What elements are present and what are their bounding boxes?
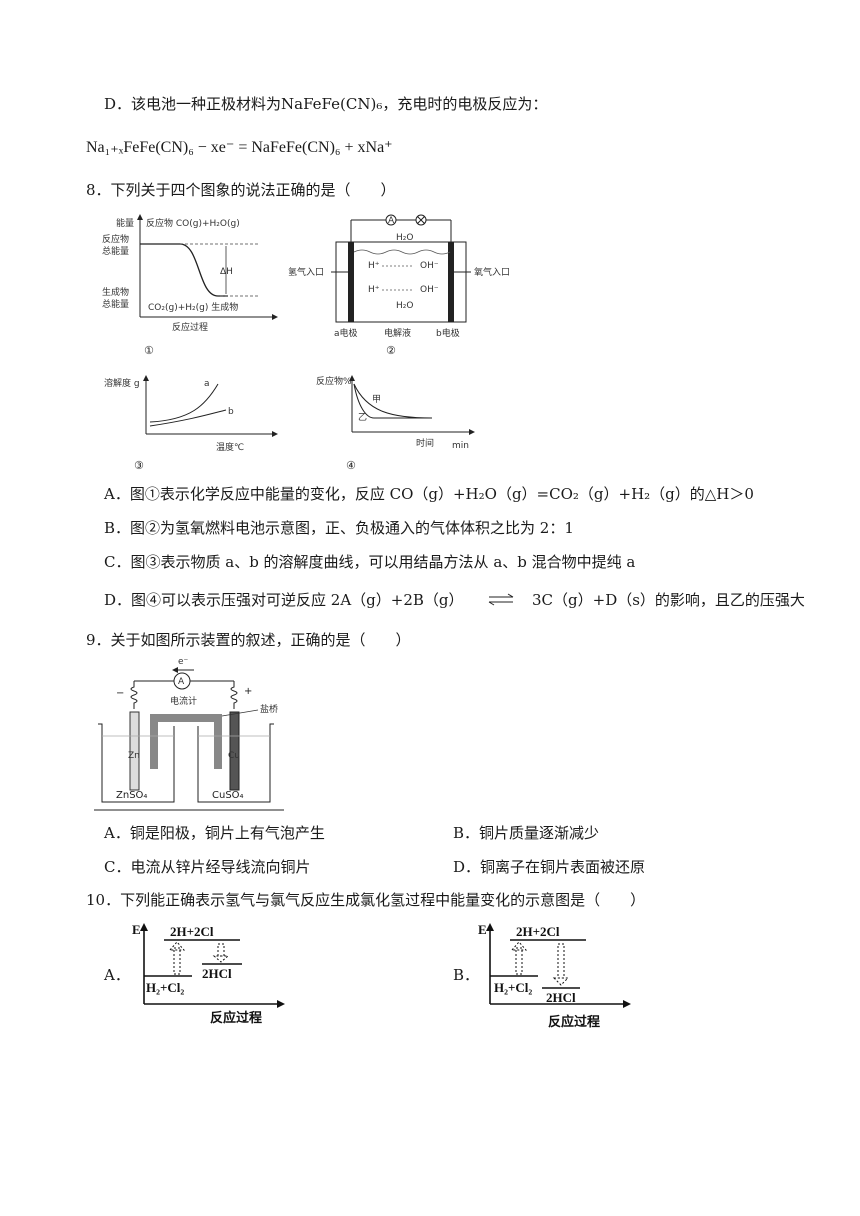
- q8-figure-1: 能量 反应物 CO(g)+H₂O(g) 反应物 总能量 生成物 总能量 ΔH C…: [102, 214, 278, 357]
- q9-figure-galvanic-cell: e⁻ A 电流计 − + Zn Cu 盐桥 ZnSO₄ CuSO₄: [94, 657, 284, 811]
- fig2-number: ②: [386, 344, 396, 357]
- q9-cu-label: Cu: [228, 751, 240, 761]
- fig2-h-plus-1: H⁺: [368, 261, 380, 271]
- fig1-reactant-energy-1: 反应物: [102, 233, 129, 245]
- q9-salt-bridge-label: 盐桥: [260, 703, 278, 715]
- q7-option-d: D．该电池一种正极材料为NaFeFe(CN)₆，充电时的电极反应为：: [104, 95, 548, 113]
- q10b-right-label: 2HCl: [546, 990, 576, 1005]
- q8-stem: 8．下列关于四个图象的说法正确的是（ ）: [86, 181, 396, 199]
- q10b-axis-e: E: [478, 922, 487, 937]
- fig1-number: ①: [144, 344, 154, 357]
- q8-option-a: A．图①表示化学反应中能量的变化，反应 CO（g）+H₂O（g）=CO₂（g）+…: [104, 485, 754, 503]
- fig2-oh-2: OH⁻: [420, 285, 439, 295]
- fig4-xlabel: 时间: [416, 437, 434, 449]
- q8-option-d-part1: D．图④可以表示压强对可逆反应 2A（g）+2B（g）: [104, 591, 464, 609]
- q10b-left-label: H₂+Cl₂: [494, 980, 532, 995]
- q10a-left-label: H₂+Cl₂: [146, 980, 184, 995]
- q8-figure-2: A H₂O H⁺ OH⁻ H⁺ OH⁻ H₂O 氢气入口 氧气入口 a电极 电解…: [288, 214, 510, 357]
- fig2-a-electrode: a电极: [334, 327, 358, 339]
- q10a-top-label: 2H+2Cl: [170, 924, 214, 939]
- fig2-right-inlet: 氧气入口: [474, 266, 510, 278]
- fig4-curve-yi: 乙: [358, 412, 367, 423]
- fig3-curve-b: b: [228, 407, 234, 417]
- q9-meter-a: A: [178, 677, 185, 687]
- q10a-xlabel: 反应过程: [210, 1010, 262, 1025]
- fig4-curve-jia: 甲: [372, 394, 381, 405]
- q8-option-c: C．图③表示物质 a、b 的溶解度曲线，可以用结晶方法从 a、b 混合物中提纯 …: [104, 553, 636, 571]
- q10b-xlabel: 反应过程: [548, 1014, 600, 1029]
- fig1-product-energy-2: 总能量: [102, 298, 129, 310]
- fig1-reactant-energy-2: 总能量: [102, 245, 129, 257]
- q10-option-a-letter: A．: [104, 966, 130, 984]
- q7-option-d-formula: Na₁₊ₓFeFe(CN)₆ − xe⁻ = NaFeFe(CN)₆ + xNa…: [86, 139, 393, 156]
- q10-figure-b: E 2H+2Cl H₂+Cl₂ 2HCl 反应过程: [478, 922, 631, 1029]
- q9-stem: 9．关于如图所示装置的叙述，正确的是（ ）: [86, 631, 411, 649]
- q9-plus: +: [244, 686, 252, 697]
- fig1-reactant-label: 反应物 CO(g)+H₂O(g): [146, 217, 240, 229]
- fig2-water-bottom: H₂O: [396, 301, 413, 311]
- fig3-xlabel: 温度℃: [216, 441, 244, 453]
- q10-figure-a: E 2H+2Cl H₂+Cl₂ 2HCl 反应过程: [132, 922, 285, 1025]
- fig3-curve-a: a: [204, 379, 210, 389]
- fig4-ylabel: 反应物%: [316, 375, 352, 387]
- fig3-ylabel: 溶解度 g: [104, 377, 140, 389]
- fig2-meter-a: A: [388, 216, 395, 226]
- q8-option-d-part2: 3C（g）+D（s）的影响，且乙的压强大: [532, 591, 805, 609]
- fig1-product-energy-1: 生成物: [102, 286, 129, 298]
- q9-option-b: B．铜片质量逐渐减少: [453, 824, 600, 842]
- q9-option-a: A．铜是阳极，铜片上有气泡产生: [104, 824, 325, 842]
- fig4-xunit: min: [452, 441, 469, 451]
- equilibrium-arrow-icon: [488, 593, 514, 606]
- q9-cuso4-label: CuSO₄: [212, 790, 244, 801]
- fig4-number: ④: [346, 459, 356, 472]
- q10a-right-label: 2HCl: [202, 966, 232, 981]
- fig1-ylabel: 能量: [116, 217, 134, 229]
- fig2-b-electrode: b电极: [436, 327, 460, 339]
- q10-option-b-letter: B．: [453, 966, 480, 984]
- q8-figure-4: 反应物% 甲 乙 时间 min ④: [316, 375, 475, 472]
- fig2-h-plus-2: H⁺: [368, 285, 380, 295]
- fig1-dh: ΔH: [220, 267, 233, 277]
- fig2-electrolyte: 电解液: [384, 327, 411, 339]
- q10a-axis-e: E: [132, 922, 141, 937]
- q9-zn-label: Zn: [128, 751, 140, 761]
- fig1-xlabel: 反应过程: [172, 321, 208, 333]
- q10b-top-label: 2H+2Cl: [516, 924, 560, 939]
- fig2-water-top: H₂O: [396, 233, 413, 243]
- q9-minus: −: [116, 688, 124, 699]
- q9-meter-label: 电流计: [170, 695, 197, 707]
- fig3-number: ③: [134, 459, 144, 472]
- fig2-oh-1: OH⁻: [420, 261, 439, 271]
- q8-figure-3: 溶解度 g a b 温度℃ ③: [104, 375, 278, 472]
- q9-option-d: D．铜离子在铜片表面被还原: [453, 858, 646, 876]
- q9-electron-label: e⁻: [178, 657, 189, 667]
- q9-znso4-label: ZnSO₄: [116, 790, 147, 801]
- fig2-left-inlet: 氢气入口: [288, 266, 324, 278]
- q8-option-b: B．图②为氢氧燃料电池示意图，正、负极通入的气体体积之比为 2：1: [104, 519, 574, 537]
- fig1-product-label: CO₂(g)+H₂(g) 生成物: [148, 301, 238, 313]
- q9-option-c: C．电流从锌片经导线流向铜片: [104, 858, 311, 876]
- q10-stem: 10．下列能正确表示氢气与氯气反应生成氯化氢过程中能量变化的示意图是（ ）: [86, 891, 646, 909]
